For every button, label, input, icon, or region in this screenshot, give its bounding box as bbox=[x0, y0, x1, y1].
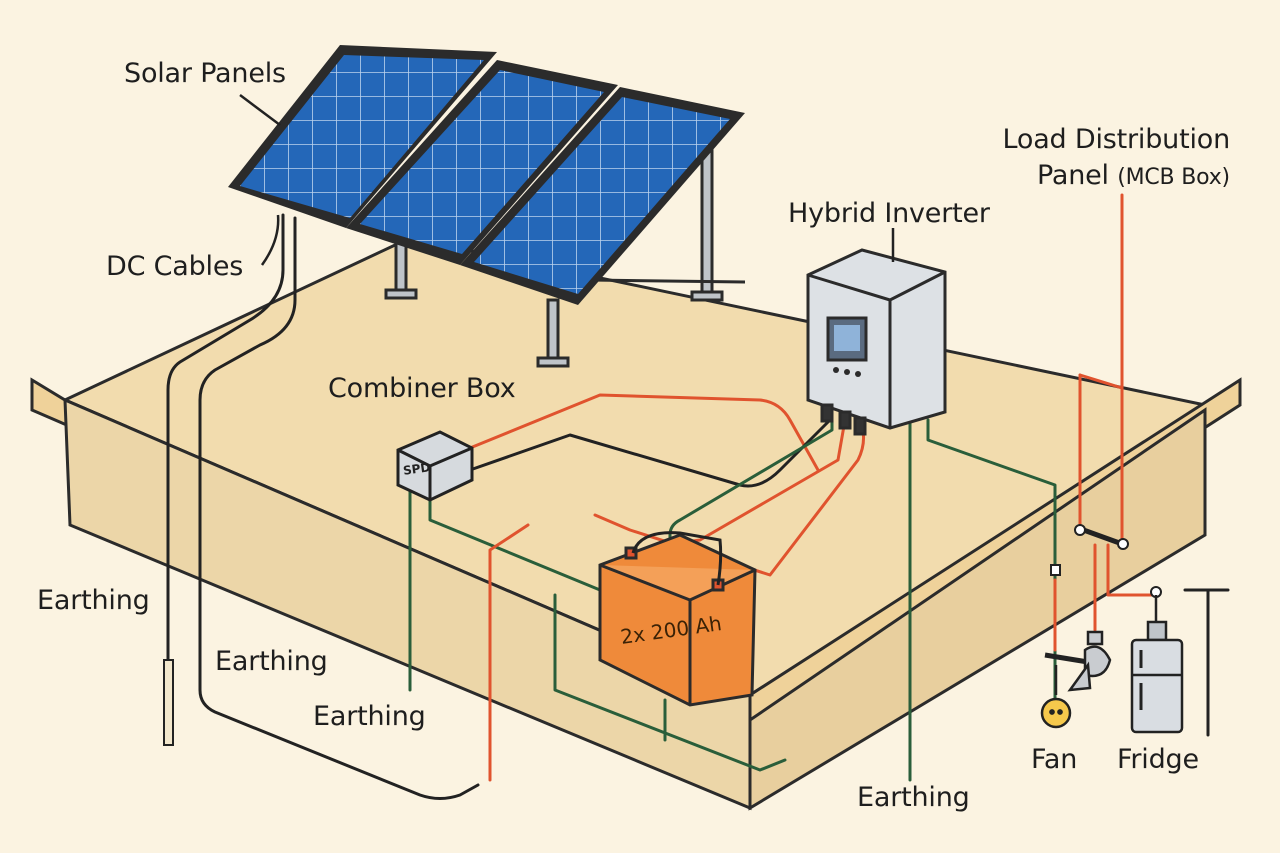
label-load-panel-line1: Load Distribution bbox=[1002, 124, 1231, 155]
label-load-panel-mcb: (MCB Box) bbox=[1117, 165, 1230, 190]
label-solar-panels: Solar Panels bbox=[124, 58, 286, 89]
solar-panels bbox=[228, 45, 745, 305]
label-fridge: Fridge bbox=[1117, 744, 1199, 775]
fan-icon bbox=[1040, 630, 1112, 729]
earth-rod-icon bbox=[1183, 588, 1230, 737]
label-earthing-left: Earthing bbox=[37, 585, 150, 616]
leader-lines bbox=[239, 94, 895, 266]
solar-panel-icon bbox=[346, 60, 618, 265]
earth-wire bbox=[668, 418, 834, 562]
label-hybrid-inverter: Hybrid Inverter bbox=[788, 198, 990, 229]
dc-cable bbox=[166, 213, 285, 742]
label-earthing-spd: Earthing bbox=[313, 701, 426, 732]
label-fan: Fan bbox=[1031, 744, 1078, 775]
label-earthing-mid: Earthing bbox=[215, 646, 328, 677]
combiner-box-icon bbox=[396, 430, 474, 502]
solar-panel-icon bbox=[460, 87, 745, 305]
label-load-panel-word: Panel bbox=[1037, 160, 1109, 191]
inverter-icon bbox=[806, 248, 947, 436]
label-load-panel-line2: Panel (MCB Box) bbox=[1037, 162, 1230, 189]
label-dc-cables: DC Cables bbox=[106, 251, 244, 282]
fridge-icon bbox=[1130, 595, 1184, 734]
wiring bbox=[166, 193, 1230, 800]
ac-wire bbox=[1106, 543, 1157, 597]
label-combiner-box: Combiner Box bbox=[328, 373, 516, 404]
label-earthing-right: Earthing bbox=[857, 782, 970, 813]
solar-panel-icon bbox=[228, 45, 497, 228]
ac-wire bbox=[1078, 373, 1124, 390]
earth-rod-icon bbox=[163, 659, 174, 746]
battery-icon bbox=[598, 531, 757, 707]
earth-wire bbox=[553, 593, 787, 772]
panel-stand bbox=[384, 148, 746, 368]
red-wire bbox=[488, 523, 530, 782]
dc-cable bbox=[198, 216, 480, 800]
dc-positive-wire bbox=[468, 393, 820, 472]
mcb-icon bbox=[1050, 524, 1162, 598]
